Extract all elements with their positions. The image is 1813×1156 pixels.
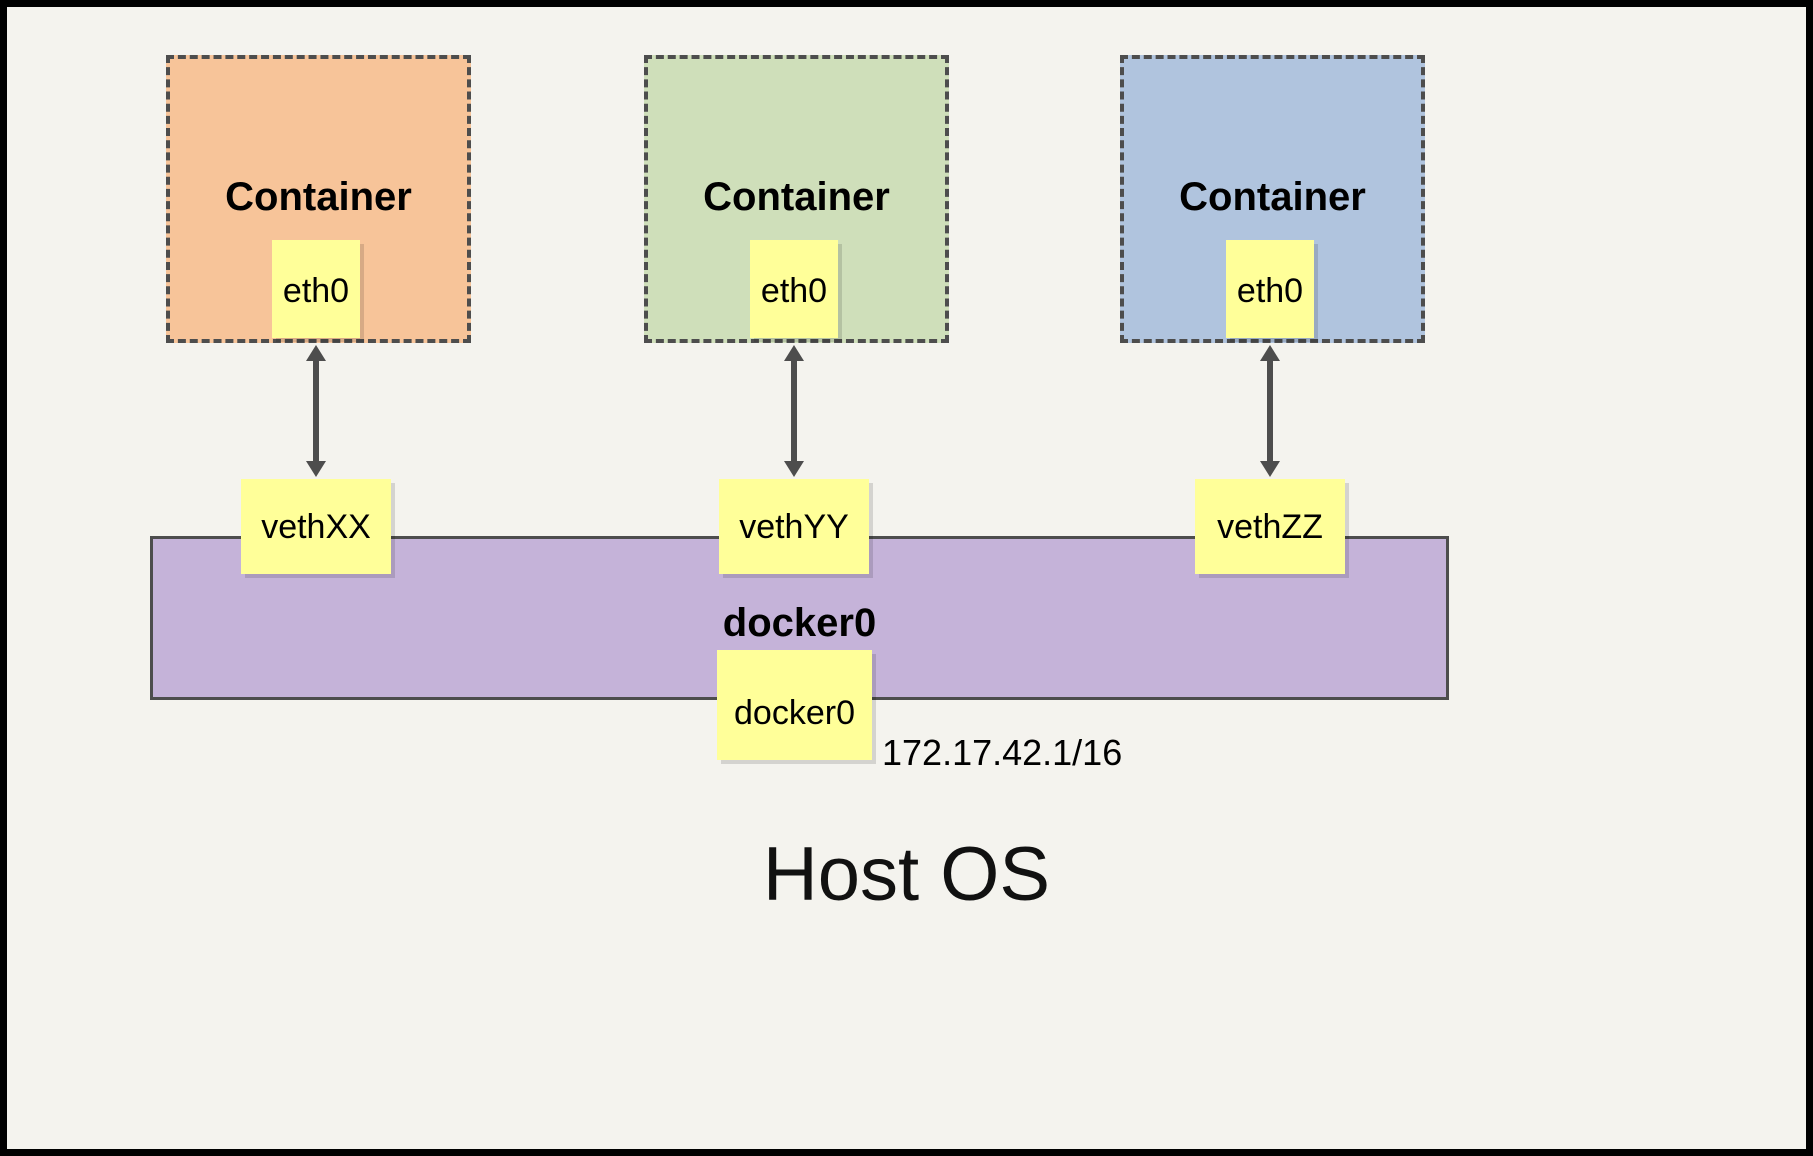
- container-title-2: Container: [703, 175, 890, 219]
- docker0-ip-label: 172.17.42.1/16: [882, 732, 1123, 773]
- veth-box-xx[interactable]: vethXX: [241, 479, 391, 574]
- container-box-3[interactable]: [1120, 55, 1425, 343]
- veth-box-zz[interactable]: vethZZ: [1195, 479, 1345, 574]
- eth0-box-2[interactable]: eth0: [750, 240, 838, 338]
- arrow-eth0-vethxx: [306, 345, 326, 477]
- arrow-eth0-vethzz: [1260, 345, 1280, 477]
- docker0-bridge-label: docker0: [722, 601, 877, 645]
- arrow-eth0-vethyy: [784, 345, 804, 477]
- host-os-title: Host OS: [762, 832, 1051, 917]
- eth0-box-3[interactable]: eth0: [1226, 240, 1314, 338]
- eth0-box-1[interactable]: eth0: [272, 240, 360, 338]
- container-title-3: Container: [1179, 175, 1366, 219]
- container-title-1: Container: [225, 175, 412, 219]
- docker0-interface-box[interactable]: docker0: [717, 650, 872, 760]
- veth-box-yy[interactable]: vethYY: [719, 479, 869, 574]
